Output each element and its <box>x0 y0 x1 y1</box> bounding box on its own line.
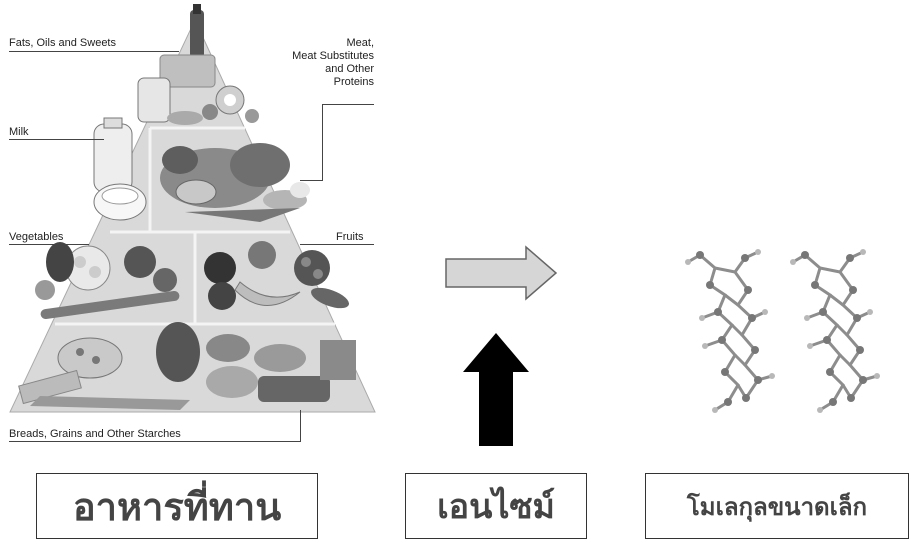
pyramid-shape <box>9 18 376 413</box>
leader-meat-v <box>322 104 323 180</box>
vegetables-food <box>35 242 180 320</box>
box-small-molecules: โมเลกุลขนาดเล็ก <box>645 473 909 539</box>
label-breads-grains: Breads, Grains and Other Starches <box>9 428 181 440</box>
box-enzyme: เอนไซม์ <box>405 473 587 539</box>
right-arrow-icon <box>445 245 558 301</box>
label-meat-proteins: Meat, Meat Substitutes and Other Protein… <box>292 37 374 89</box>
leader-breads-h <box>9 441 301 442</box>
leader-vegetables <box>9 244 89 245</box>
label-fats-oils-sweets: Fats, Oils and Sweets <box>9 37 116 49</box>
label-milk: Milk <box>9 126 29 138</box>
label-meat-line-3: and Other <box>325 63 374 75</box>
enzyme-label: เอนไซม์ <box>437 487 555 527</box>
small-molecule-left <box>687 250 773 412</box>
leader-milk <box>9 139 104 140</box>
label-fruits: Fruits <box>336 231 364 243</box>
small-molecules-label: โมเลกุลขนาดเล็ก <box>686 491 868 521</box>
leader-breads-v <box>300 410 301 442</box>
food-eaten-label: อาหารที่ทาน <box>72 483 282 529</box>
up-arrow-icon <box>463 333 529 446</box>
leader-meat-h <box>322 104 374 105</box>
fats-oils-sweets-food <box>137 4 259 125</box>
leader-meat-end <box>300 180 323 181</box>
leader-fats <box>9 51 179 52</box>
label-meat-line-2: Meat Substitutes <box>292 50 374 62</box>
label-meat-line-1: Meat, <box>346 37 374 49</box>
label-vegetables: Vegetables <box>9 231 64 243</box>
leader-fruits <box>300 244 374 245</box>
breads-grains-food <box>18 322 356 410</box>
fruits-food <box>204 241 349 310</box>
milk-food <box>93 117 147 221</box>
small-molecule-right <box>792 250 878 412</box>
meat-proteins-food <box>160 143 310 222</box>
box-food-eaten: อาหารที่ทาน <box>36 473 318 539</box>
label-meat-line-4: Proteins <box>333 76 374 88</box>
